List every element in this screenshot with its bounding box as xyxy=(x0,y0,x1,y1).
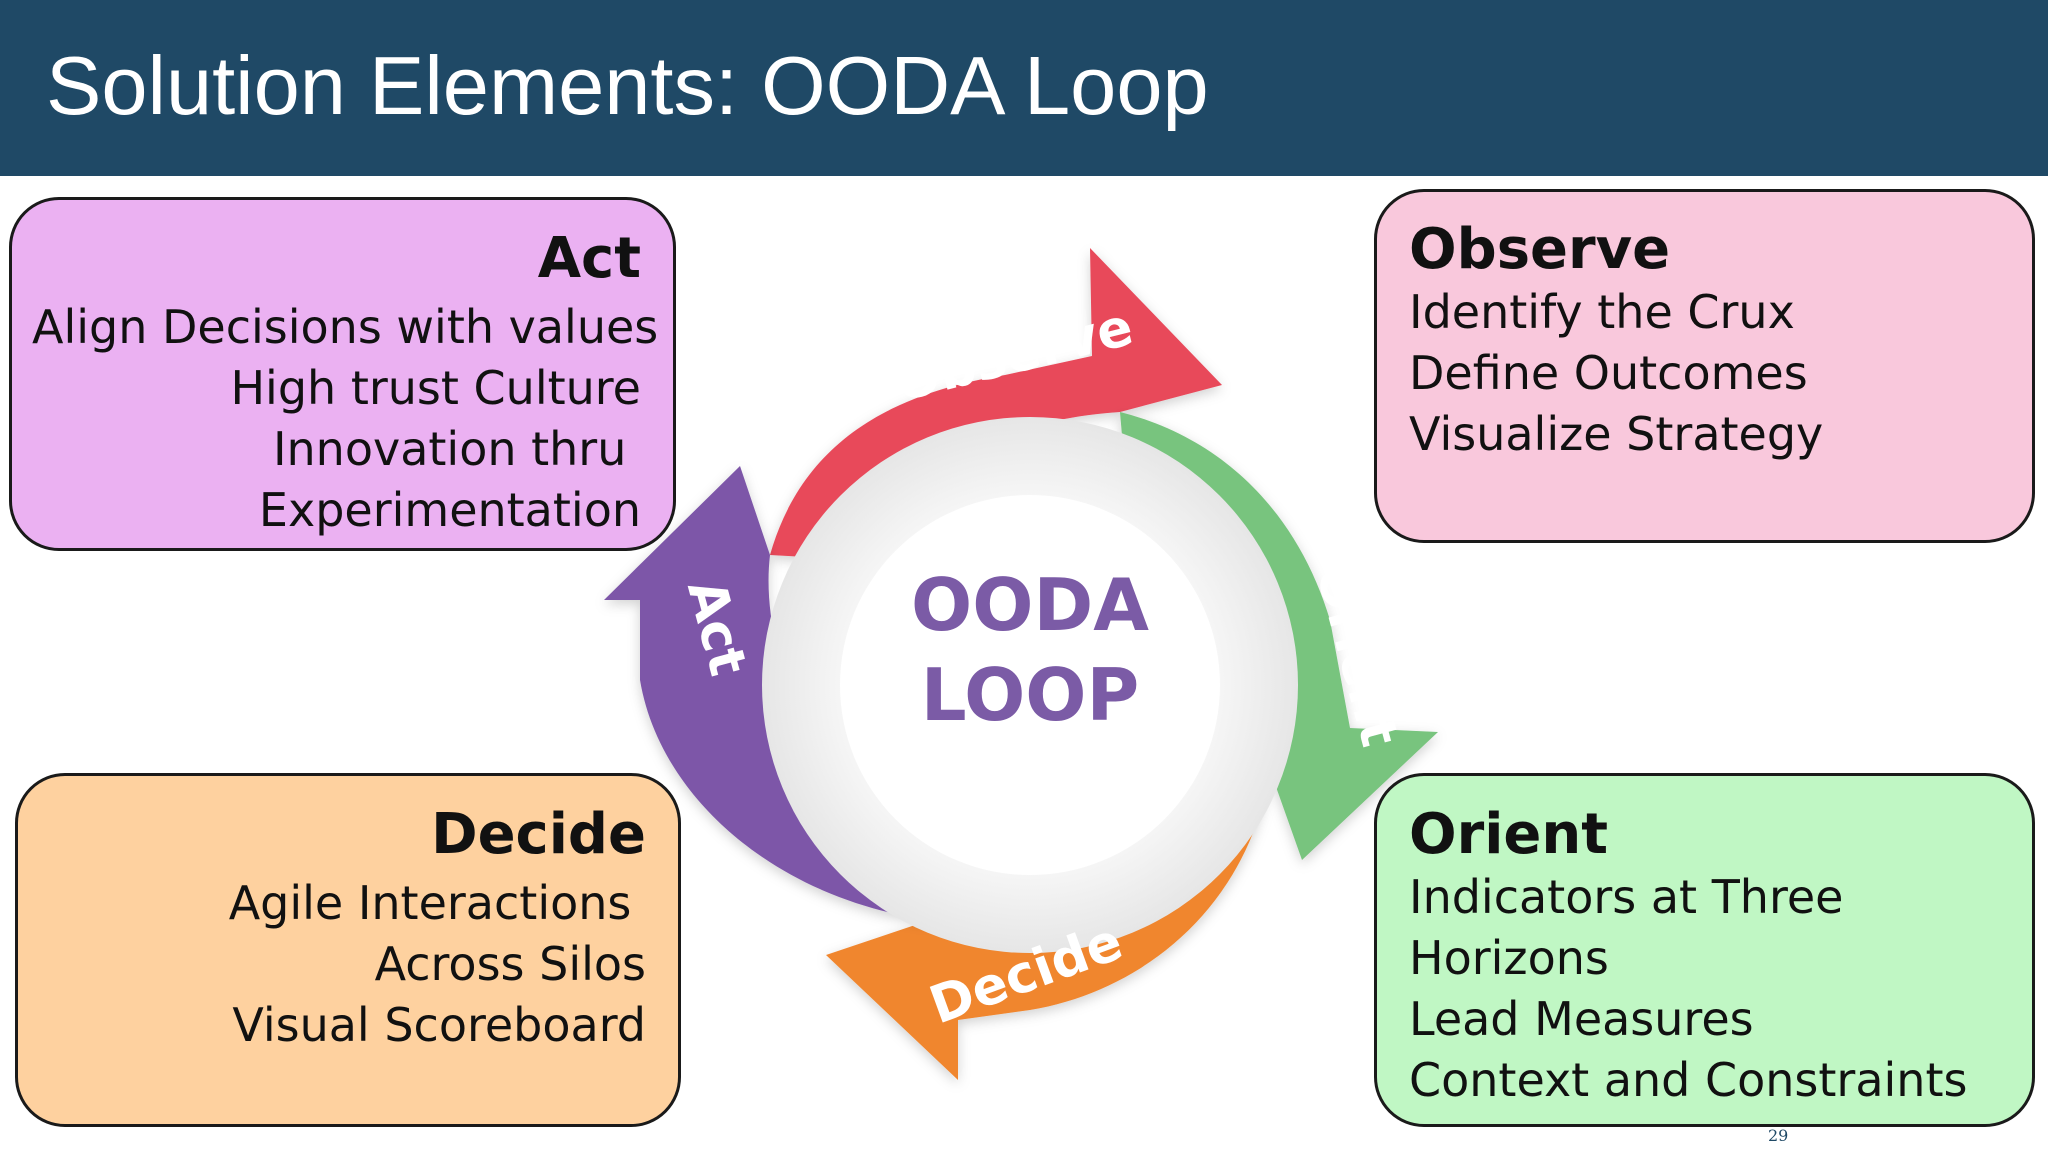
orient-card-title: Orient xyxy=(1409,802,1609,867)
decide-card: Decide Agile Interactions Across Silos V… xyxy=(15,773,681,1127)
orient-card-line: Horizons xyxy=(1409,931,1609,985)
act-card-title: Act xyxy=(537,226,641,291)
observe-card: Observe Identify the Crux Define Outcome… xyxy=(1374,189,2035,543)
decide-card-line: Agile Interactions xyxy=(228,876,646,930)
orient-card: Orient Indicators at Three Horizons Lead… xyxy=(1374,773,2035,1127)
decide-card-line: Across Silos xyxy=(374,937,646,991)
observe-card-title: Observe xyxy=(1409,217,1671,282)
header-bar: Solution Elements: OODA Loop xyxy=(0,0,2048,176)
center-label-line2: LOOP xyxy=(921,653,1140,737)
act-card-line: Experimentation xyxy=(258,483,641,537)
act-card-line: Align Decisions with values xyxy=(32,300,659,354)
act-card: Act Align Decisions with values High tru… xyxy=(9,197,676,551)
center-label-line1: OODA xyxy=(911,563,1149,647)
orient-card-line: Context and Constraints xyxy=(1409,1053,1968,1107)
center-inner-circle xyxy=(840,495,1220,875)
act-card-line: High trust Culture xyxy=(230,361,641,415)
act-card-line: Innovation thru xyxy=(272,422,641,476)
decide-card-line: Visual Scoreboard xyxy=(232,998,646,1052)
orient-card-line: Indicators at Three xyxy=(1409,870,1844,924)
page-number: 29 xyxy=(1768,1126,1789,1145)
observe-card-line: Visualize Strategy xyxy=(1409,407,1824,461)
decide-card-title: Decide xyxy=(431,802,646,867)
orient-card-line: Lead Measures xyxy=(1409,992,1754,1046)
slide-title: Solution Elements: OODA Loop xyxy=(46,39,1209,132)
observe-card-line: Identify the Crux xyxy=(1409,285,1795,339)
observe-card-line: Define Outcomes xyxy=(1409,346,1808,400)
